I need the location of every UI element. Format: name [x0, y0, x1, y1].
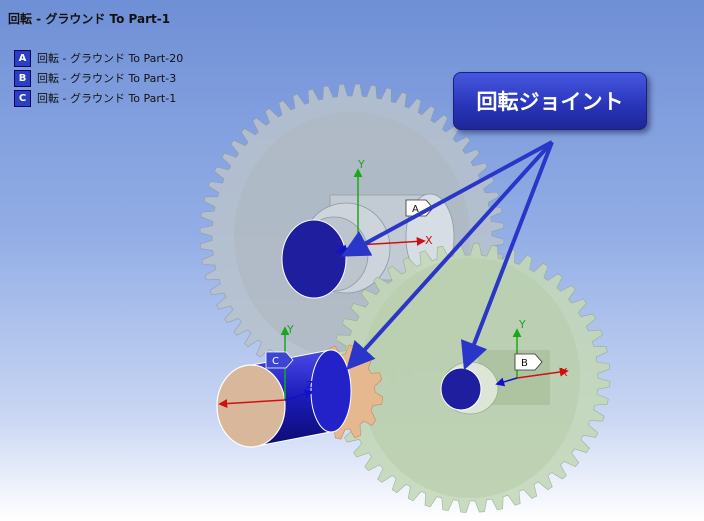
joint-marker-c-label: C: [272, 356, 279, 367]
callout-arrows: [341, 140, 554, 371]
triad-b: Y X: [495, 318, 569, 387]
shaft-face-a[interactable]: [281, 219, 347, 299]
legend-badge-c: C: [14, 89, 31, 107]
legend-label-b: 回転 - グラウンド To Part-3: [37, 72, 177, 85]
legend-badge-a: A: [14, 49, 31, 67]
revolute-joint-callout: 回転ジョイント: [453, 72, 647, 130]
triad-c-y-label: Y: [286, 323, 294, 336]
legend-item-a[interactable]: A 回転 - グラウンド To Part-20: [14, 48, 183, 68]
joint-marker-a-label: A: [412, 204, 419, 215]
active-joint-title: 回転 - グラウンド To Part-1: [8, 12, 171, 26]
triad-a-z-label: Z: [336, 245, 343, 256]
triad-a-y-label: Y: [357, 158, 365, 171]
shaft-face-c[interactable]: [216, 364, 286, 448]
triad-b-y-label: Y: [518, 318, 526, 331]
triad-c-z-label: Z: [306, 380, 313, 391]
legend-badge-b: B: [14, 69, 31, 87]
legend-item-c[interactable]: C 回転 - グラウンド To Part-1: [14, 88, 183, 108]
shaft-face-b[interactable]: [440, 367, 482, 411]
joint-marker-b[interactable]: B: [514, 353, 543, 371]
joint-marker-b-label: B: [521, 358, 528, 369]
legend-item-b[interactable]: B 回転 - グラウンド To Part-3: [14, 68, 183, 88]
joint-marker-c[interactable]: C: [265, 351, 294, 369]
joint-legend: A 回転 - グラウンド To Part-20 B 回転 - グラウンド To …: [14, 48, 183, 108]
triad-a-x-label: X: [425, 234, 433, 247]
legend-label-a: 回転 - グラウンド To Part-20: [37, 52, 184, 65]
legend-label-c: 回転 - グラウンド To Part-1: [37, 92, 177, 105]
triad-b-x-label: X: [560, 366, 568, 379]
